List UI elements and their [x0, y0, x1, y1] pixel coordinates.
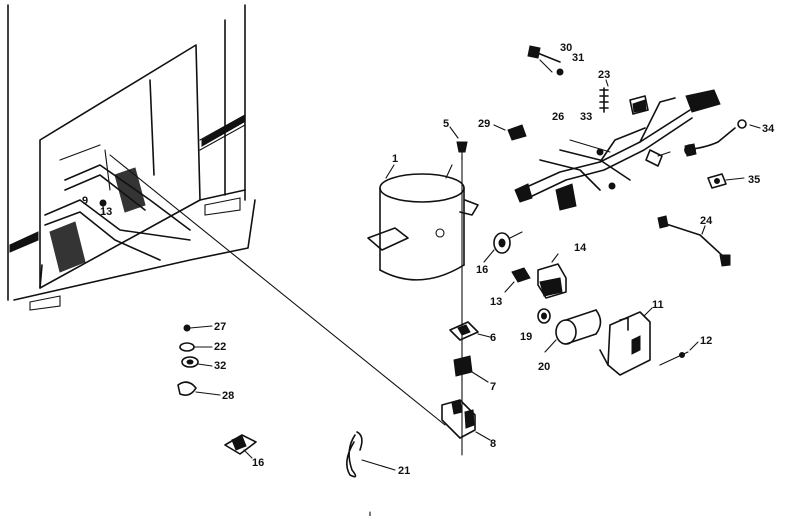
part-21-cord: [346, 431, 396, 478]
callout-34: 34: [762, 123, 775, 135]
part-22-washer: [179, 342, 213, 352]
part-8-bracket: [441, 399, 491, 441]
compressor: [367, 164, 479, 281]
part-23-fuse: [599, 79, 609, 113]
callout-31: 31: [572, 52, 584, 64]
callout-16-upper: 16: [476, 264, 488, 276]
callout-6: 6: [490, 332, 496, 344]
callout-24: 24: [700, 215, 713, 227]
part-7-grommet: [453, 355, 489, 383]
callout-9: 9: [82, 195, 88, 207]
callout-5: 5: [443, 118, 449, 130]
callout-22: 22: [214, 341, 226, 353]
callout-33: 33: [580, 111, 592, 123]
callout-30: 30: [560, 42, 572, 54]
callout-23: 23: [598, 69, 610, 81]
callout-1: 1: [392, 153, 398, 165]
callout-12: 12: [700, 335, 712, 347]
part-24-wire: [657, 215, 731, 267]
callout-35: 35: [748, 174, 760, 186]
part-5-screw: [449, 126, 468, 161]
callout-14: 14: [574, 242, 587, 254]
callout-labels: 1 5 6 7 8 9 11 12 13 13 14 16 16 19 20 2…: [82, 42, 775, 477]
part-14-relay: [537, 253, 567, 299]
callout-7: 7: [490, 381, 496, 393]
part-13-clip: [504, 267, 531, 293]
callout-26: 26: [552, 111, 564, 123]
part-12-screw: [659, 341, 699, 366]
callout-21: 21: [398, 465, 410, 477]
callout-27: 27: [214, 321, 226, 333]
assembly-leader-line: [109, 154, 446, 426]
part-6-washer: [449, 321, 491, 341]
callout-29: 29: [478, 118, 490, 130]
part-9-screw: [99, 199, 107, 215]
part-35-clip: [707, 173, 745, 189]
part-16-connector-lower: [224, 434, 257, 459]
part-27-bolt: [183, 324, 213, 332]
part-30-31-terminal: [527, 45, 564, 76]
wiring-harness: [514, 89, 747, 211]
cabinet-trim-stripes: [9, 115, 245, 253]
callout-32: 32: [214, 360, 226, 372]
callout-20: 20: [538, 361, 550, 373]
part-28-grommet: [177, 381, 221, 396]
part-34-lead: [684, 124, 761, 156]
callout-28: 28: [222, 390, 234, 402]
part-16-bushing-upper: [483, 231, 523, 263]
compressor-mount-bracket: [44, 144, 191, 273]
callout-19: 19: [520, 331, 532, 343]
callout-13: 13: [490, 296, 502, 308]
part-11-cover: [599, 307, 653, 376]
part-20-overload: [544, 309, 602, 353]
callout-11: 11: [652, 299, 664, 311]
callout-13-cabinet: 13: [100, 206, 112, 218]
part-29-connector: [493, 124, 527, 141]
callout-8: 8: [490, 438, 496, 450]
callout-16-lower: 16: [252, 457, 264, 469]
part-32-washer: [181, 356, 213, 368]
cabinet-outline: [7, 4, 256, 311]
part-19-grommet: [537, 308, 551, 324]
